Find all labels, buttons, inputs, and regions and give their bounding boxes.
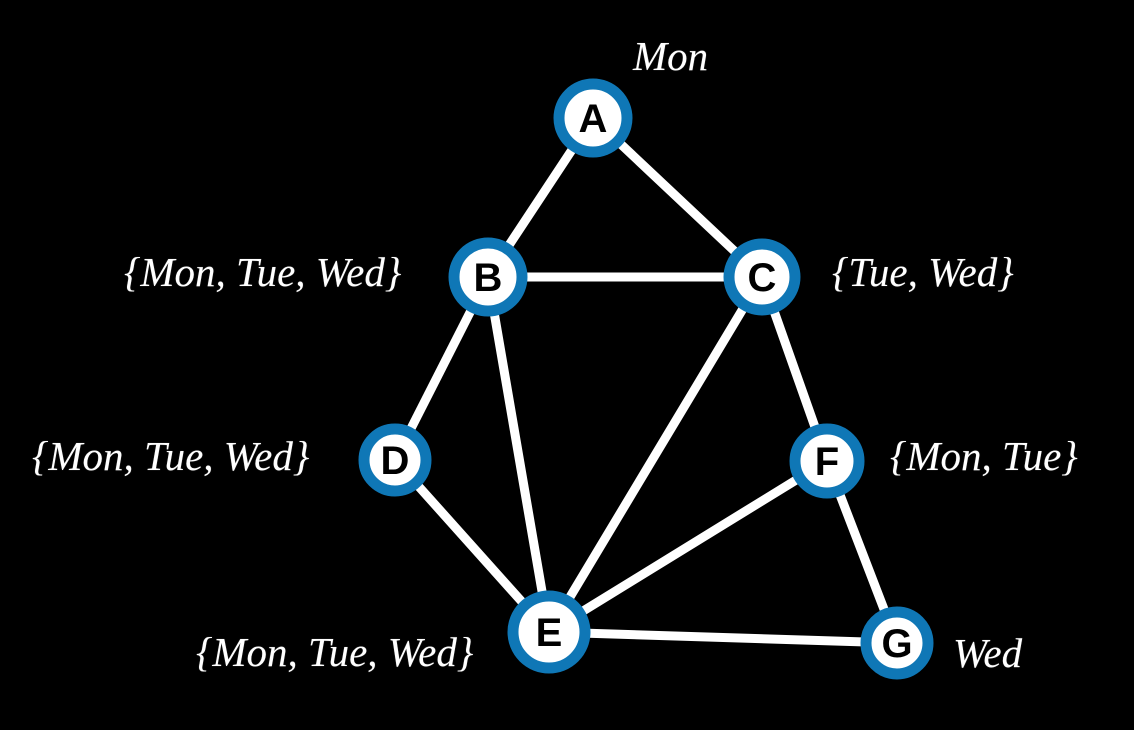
- node-letter-b: B: [474, 256, 503, 300]
- node-letter-g: G: [881, 622, 912, 666]
- node-a[interactable]: A: [553, 78, 633, 158]
- domain-label-a: Mon: [633, 33, 709, 79]
- node-letter-c: C: [748, 256, 777, 300]
- domain-label-g: Wed: [953, 630, 1023, 676]
- domain-label-d: {Mon, Tue, Wed}: [32, 433, 310, 479]
- edge-e-f: [544, 456, 832, 637]
- nodes-group: A B C D F E G: [358, 78, 934, 680]
- node-letter-e: E: [536, 611, 563, 655]
- node-circle-b: [448, 237, 528, 317]
- node-letter-d: D: [381, 439, 410, 483]
- domain-label-c: {Tue, Wed}: [832, 249, 1014, 295]
- node-circle-d: [358, 423, 432, 497]
- node-letter-a: A: [579, 97, 608, 141]
- domain-label-f: {Mon, Tue}: [890, 433, 1078, 479]
- domain-label-b: {Mon, Tue, Wed}: [124, 249, 402, 295]
- node-f[interactable]: F: [789, 423, 865, 499]
- node-circle-a: [553, 78, 633, 158]
- node-d[interactable]: D: [358, 423, 432, 497]
- node-circle-f: [789, 423, 865, 499]
- node-letter-f: F: [815, 440, 839, 484]
- edge-c-e: [544, 272, 767, 637]
- node-g[interactable]: G: [860, 606, 934, 680]
- node-circle-g: [860, 606, 934, 680]
- node-circle-c: [723, 238, 801, 316]
- node-b[interactable]: B: [448, 237, 528, 317]
- edge-b-e: [483, 272, 554, 637]
- node-circle-e: [507, 590, 591, 674]
- domain-label-e: {Mon, Tue, Wed}: [196, 629, 474, 675]
- edge-e-g: [544, 627, 902, 648]
- node-c[interactable]: C: [723, 238, 801, 316]
- node-e[interactable]: E: [507, 590, 591, 674]
- edges-group: [390, 113, 902, 648]
